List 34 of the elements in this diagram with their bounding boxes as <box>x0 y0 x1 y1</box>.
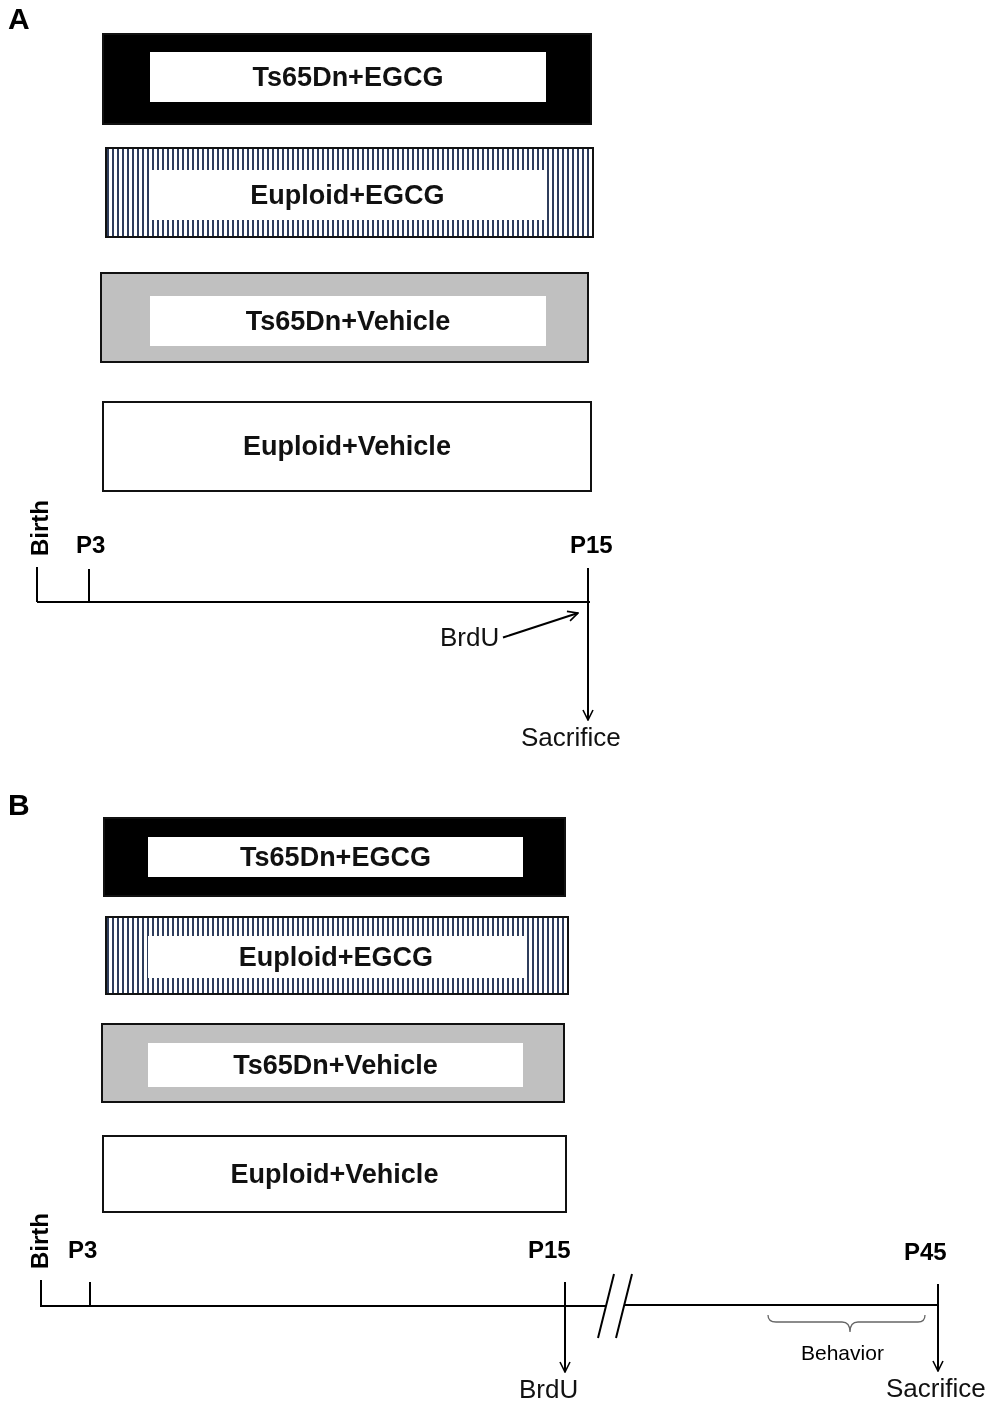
group-label: Euploid+EGCG <box>150 170 545 220</box>
treatment-group-box <box>102 33 592 125</box>
timepoint-label: P3 <box>68 1236 98 1264</box>
timepoint-label: P45 <box>904 1238 947 1266</box>
treatment-group-box <box>100 272 589 363</box>
treatment-group-box <box>102 401 592 492</box>
treatment-group-box <box>102 1135 567 1213</box>
group-label: Ts65Dn+EGCG <box>148 837 523 877</box>
group-label: Euploid+EGCG <box>148 936 524 978</box>
timepoint-label: P15 <box>570 531 613 559</box>
timepoint-label: Behavior <box>801 1341 884 1365</box>
group-label: Euploid+Vehicle <box>243 431 451 462</box>
timepoint-label: Birth <box>26 500 54 556</box>
treatment-group-box <box>105 916 569 995</box>
timepoint-label: Birth <box>26 1213 54 1269</box>
arrow <box>582 601 594 721</box>
arrow <box>932 1305 944 1372</box>
arrow <box>559 1305 571 1373</box>
timeline-label: BrdU <box>519 1374 579 1403</box>
panel-letter: B <box>8 788 30 822</box>
arrow <box>502 610 579 639</box>
group-label: Euploid+Vehicle <box>230 1158 439 1190</box>
timepoint-label: P3 <box>76 531 106 559</box>
treatment-group-box <box>105 147 594 238</box>
panel-letter: A <box>8 2 30 36</box>
timeline-label: Sacrifice <box>521 722 621 753</box>
timeline-label: BrdU <box>440 622 500 653</box>
timepoint-label: P15 <box>528 1236 571 1264</box>
timeline-label: Sacrifice <box>886 1373 986 1403</box>
group-label: Ts65Dn+EGCG <box>150 52 546 102</box>
group-label: Ts65Dn+Vehicle <box>148 1043 523 1087</box>
treatment-group-box <box>103 817 566 897</box>
group-label: Ts65Dn+Vehicle <box>150 296 546 346</box>
treatment-group-box <box>101 1023 565 1103</box>
